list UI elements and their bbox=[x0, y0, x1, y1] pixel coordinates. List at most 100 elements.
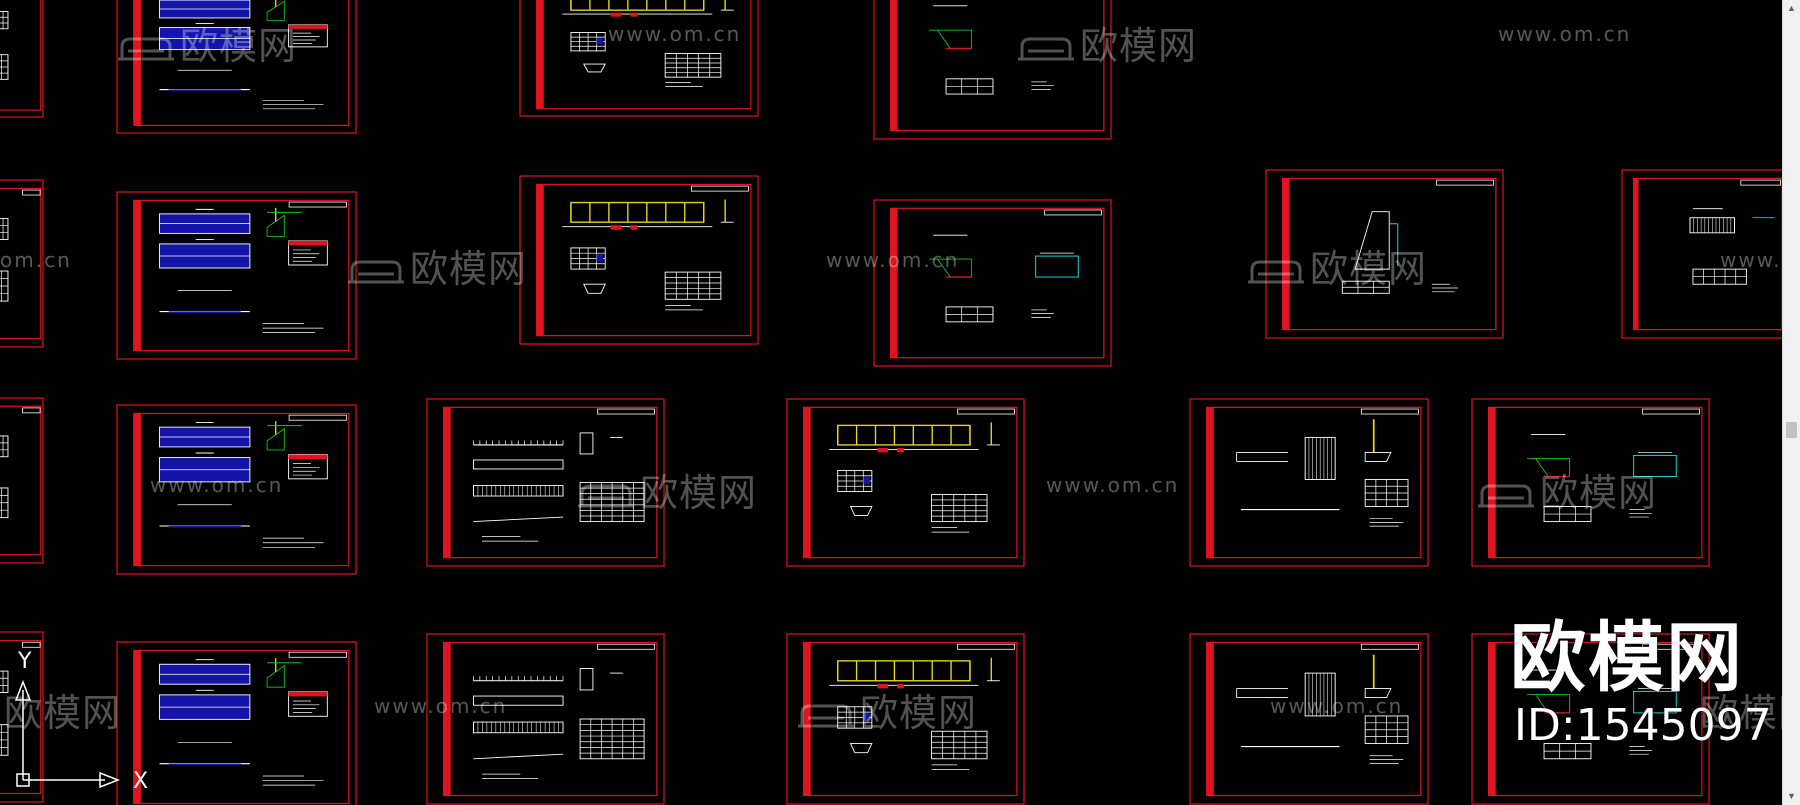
sheet-inner-border bbox=[1632, 177, 1783, 331]
sheet-title-block bbox=[1360, 408, 1419, 415]
color-swatch bbox=[863, 476, 870, 485]
sheet-inner-border bbox=[0, 405, 42, 556]
sheet-outer-border bbox=[0, 397, 44, 564]
sheet-inner-border bbox=[889, 207, 1105, 359]
sheet-title-block bbox=[1436, 179, 1494, 186]
sheet-content bbox=[159, 421, 328, 548]
sheet-inner-border bbox=[802, 641, 1018, 797]
drawing-sheet bbox=[873, 199, 1112, 367]
sheet-outer-border bbox=[873, 0, 1112, 140]
railing-elevation bbox=[837, 660, 971, 682]
sheet-side-strip bbox=[443, 407, 451, 558]
sheet-content bbox=[1341, 211, 1459, 294]
sheet-side-strip bbox=[1633, 178, 1639, 330]
scroll-down-icon[interactable]: ▼ bbox=[1787, 791, 1796, 801]
sheet-content bbox=[0, 11, 9, 80]
sheet-inner-border bbox=[536, 0, 752, 110]
drawing-line bbox=[473, 753, 564, 760]
drawing-sheet bbox=[0, 631, 44, 803]
sheet-side-strip bbox=[443, 642, 451, 796]
color-swatch bbox=[863, 712, 870, 721]
sheet-title-block bbox=[1360, 643, 1419, 650]
sheet-side-strip bbox=[803, 407, 811, 558]
detail-shape bbox=[266, 214, 285, 237]
drawing-table bbox=[0, 217, 9, 240]
drawing-table bbox=[288, 454, 328, 480]
sheet-inner-border bbox=[536, 183, 752, 337]
sheet-side-strip bbox=[890, 0, 898, 131]
sheet-outer-border bbox=[116, 0, 357, 134]
sheet-content bbox=[1236, 654, 1409, 764]
sheet-content bbox=[0, 670, 9, 756]
drawing-sheet bbox=[116, 0, 357, 134]
sheet-title-block bbox=[22, 189, 41, 196]
gutter-section bbox=[1526, 694, 1571, 714]
sheet-outer-border bbox=[0, 0, 44, 118]
table-header bbox=[288, 240, 328, 246]
detail-shape bbox=[266, 427, 285, 451]
sheet-outer-border bbox=[1471, 633, 1710, 805]
sheet-title-block bbox=[597, 643, 655, 650]
box-section bbox=[1633, 454, 1677, 478]
railing-base bbox=[610, 12, 622, 17]
drawing-sheet bbox=[1189, 633, 1429, 805]
sheet-outer-border bbox=[116, 191, 357, 360]
sheet-outer-border bbox=[873, 199, 1112, 367]
drawing-sheet bbox=[873, 0, 1112, 140]
sheet-side-strip bbox=[133, 0, 141, 126]
sheet-inner-border bbox=[133, 649, 350, 805]
sheet-title-block bbox=[1642, 408, 1700, 415]
vertical-scrollbar[interactable]: ▲ ▼ bbox=[1782, 0, 1800, 805]
railing-base bbox=[897, 447, 904, 453]
sheet-outer-border bbox=[0, 179, 44, 348]
sheet-outer-border bbox=[1189, 398, 1429, 567]
sheet-side-strip bbox=[1282, 178, 1290, 330]
drawing-line bbox=[473, 516, 564, 523]
table-header bbox=[288, 691, 328, 697]
scrollbar-thumb[interactable] bbox=[1786, 422, 1797, 438]
sheet-content bbox=[1526, 669, 1677, 760]
drawing-table bbox=[0, 435, 9, 458]
sheet-title-block bbox=[22, 407, 41, 414]
sheet-inner-border bbox=[1487, 406, 1703, 559]
sheet-inner-border bbox=[802, 406, 1018, 559]
sheet-title-block bbox=[288, 414, 347, 421]
sheet-inner-border bbox=[442, 406, 658, 559]
section-detail bbox=[579, 432, 594, 455]
color-swatch bbox=[596, 37, 604, 45]
sheet-inner-border bbox=[889, 0, 1105, 132]
sheet-outer-border bbox=[426, 398, 665, 567]
table-header bbox=[288, 24, 328, 29]
sheet-side-strip bbox=[1206, 642, 1214, 796]
sheet-side-strip bbox=[890, 208, 898, 358]
drawing-table bbox=[664, 53, 722, 78]
scroll-up-icon[interactable]: ▲ bbox=[1787, 3, 1796, 13]
sheet-title-block bbox=[957, 643, 1015, 650]
drawing-sheet bbox=[0, 179, 44, 348]
sheet-content bbox=[473, 432, 645, 542]
sheet-content bbox=[562, 199, 734, 311]
drawing-sheet bbox=[116, 191, 357, 360]
drawing-table bbox=[1692, 268, 1747, 285]
sheet-outer-border bbox=[1471, 398, 1710, 567]
sheet-content bbox=[159, 658, 328, 786]
drawing-sheet bbox=[1471, 398, 1710, 567]
sheet-inner-border bbox=[1281, 177, 1497, 331]
sheet-outer-border bbox=[786, 398, 1025, 567]
drawing-shape bbox=[849, 506, 873, 517]
sheet-side-strip bbox=[1488, 642, 1496, 796]
sheet-content bbox=[928, 5, 1054, 95]
sheet-inner-border bbox=[133, 412, 350, 567]
sheet-inner-border bbox=[442, 641, 658, 797]
sheet-title-block bbox=[690, 185, 749, 192]
railing-base bbox=[877, 683, 888, 689]
drawing-table bbox=[931, 730, 988, 760]
sheet-outer-border bbox=[426, 633, 665, 805]
sheet-inner-border bbox=[0, 639, 42, 795]
detail-shape bbox=[266, 0, 285, 22]
sheet-outer-border bbox=[1265, 169, 1504, 339]
sheet-title-block bbox=[1740, 179, 1781, 186]
detail-shape bbox=[266, 664, 285, 688]
